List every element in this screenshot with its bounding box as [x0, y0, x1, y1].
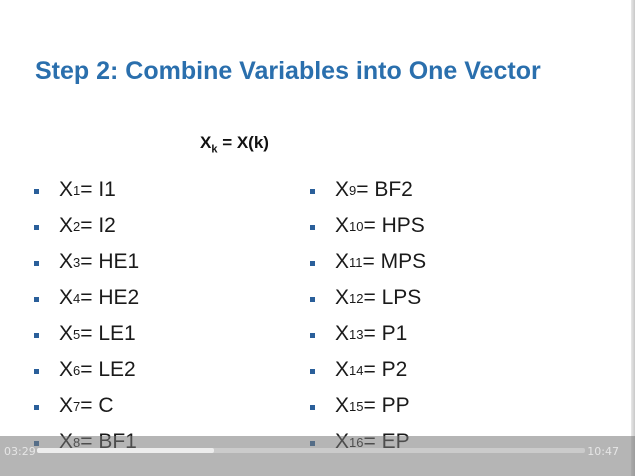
bullet-icon — [310, 332, 315, 338]
variable-index: 9 — [349, 182, 357, 198]
variable-value: = BF2 — [356, 178, 413, 201]
bullet-icon — [34, 188, 39, 194]
variable-index: 3 — [73, 254, 81, 270]
variable-value: = HE1 — [80, 250, 140, 273]
variable-index: 11 — [349, 254, 363, 270]
variable-index: 2 — [73, 218, 81, 234]
seek-bar-progress — [37, 448, 214, 453]
variable-index: 12 — [349, 290, 364, 306]
variable-value: = MPS — [362, 250, 427, 273]
variable-index: 7 — [73, 398, 81, 414]
variable-name: X — [335, 214, 350, 237]
formula-rhs: = X(k) — [217, 133, 269, 152]
bullet-icon — [310, 224, 315, 230]
variable-index: 4 — [73, 290, 81, 306]
variable-value: = LE2 — [80, 358, 136, 381]
variable-index: 13 — [349, 326, 364, 342]
variable-name: X — [335, 358, 350, 381]
variable-value: = C — [80, 394, 114, 417]
variable-value: = LE1 — [80, 322, 136, 345]
bullet-icon — [34, 260, 39, 266]
variable-index: 6 — [73, 362, 81, 378]
variable-name: X — [59, 250, 74, 273]
variable-value: = PP — [363, 394, 410, 417]
variable-name: X — [335, 250, 350, 273]
variable-name: X — [59, 322, 74, 345]
bullet-icon — [34, 404, 39, 410]
variable-name: X — [335, 322, 350, 345]
bullet-icon — [310, 188, 315, 194]
variable-name: X — [59, 214, 74, 237]
bullet-icon — [34, 368, 39, 374]
variable-name: X — [59, 178, 74, 201]
variable-value: = HPS — [363, 214, 425, 237]
video-control-bar[interactable]: 03:29 10:47 — [0, 436, 635, 476]
bullet-icon — [34, 224, 39, 230]
variable-index: 1 — [73, 182, 81, 198]
variable-name: X — [335, 394, 350, 417]
bullet-icon — [310, 404, 315, 410]
bullet-icon — [310, 260, 315, 266]
elapsed-time: 03:29 — [4, 445, 36, 458]
variable-value: = LPS — [363, 286, 422, 309]
variable-value: = I2 — [80, 214, 116, 237]
formula-lhs-subscript: k — [211, 143, 218, 156]
total-time: 10:47 — [587, 445, 619, 458]
bullet-icon — [34, 332, 39, 338]
bullet-icon — [34, 296, 39, 302]
variable-name: X — [59, 394, 74, 417]
slide-title: Step 2: Combine Variables into One Vecto… — [35, 57, 541, 85]
variable-name: X — [59, 358, 74, 381]
variable-index: 10 — [349, 218, 364, 234]
slide-edge — [631, 0, 635, 476]
seek-bar[interactable] — [37, 448, 585, 453]
variable-value: = P1 — [363, 322, 408, 345]
bullet-icon — [310, 368, 315, 374]
variable-value: = HE2 — [80, 286, 140, 309]
variable-value: = P2 — [363, 358, 408, 381]
variable-name: X — [335, 178, 350, 201]
bullet-icon — [310, 296, 315, 302]
variable-name: X — [335, 286, 350, 309]
formula-lhs: X — [200, 133, 212, 152]
variable-index: 15 — [349, 398, 364, 414]
formula: Xk = X(k) — [200, 133, 269, 155]
variable-index: 14 — [349, 362, 364, 378]
variable-value: = I1 — [80, 178, 116, 201]
variable-name: X — [59, 286, 74, 309]
variable-index: 5 — [73, 326, 81, 342]
